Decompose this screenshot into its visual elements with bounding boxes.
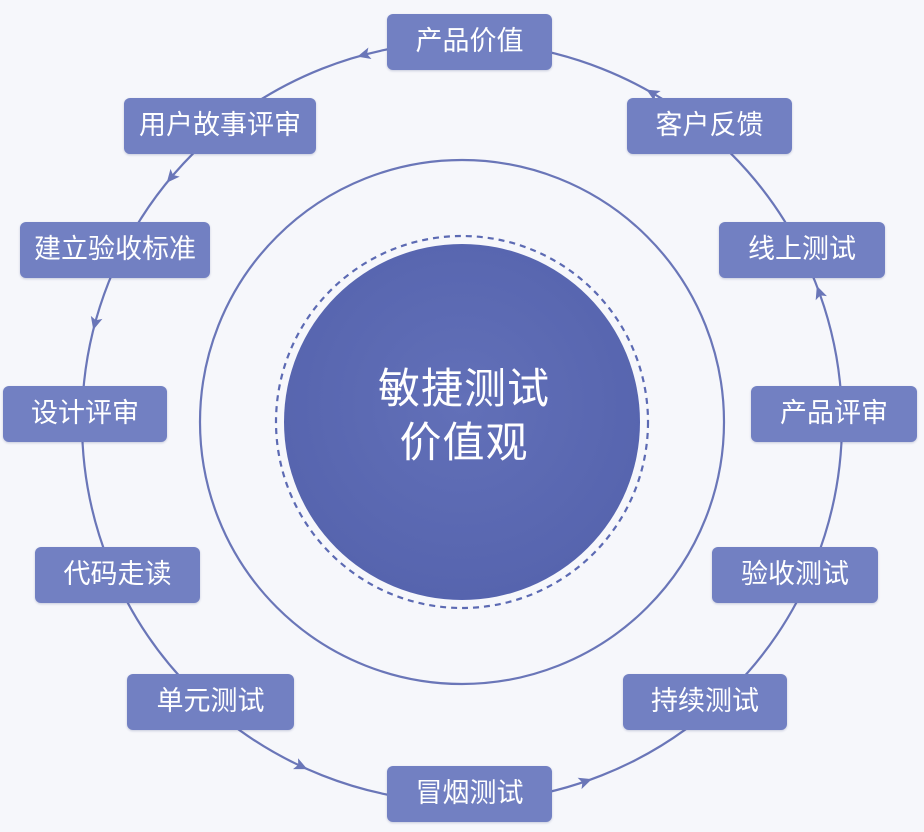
center-title-line1: 敏捷测试 [377,364,550,413]
step-code-walkthrough: 代码走读 [35,547,200,603]
step-product-value: 产品价值 [387,14,552,70]
center-title-line2: 价值观 [399,418,529,467]
flow-arrow-1 [357,47,372,60]
step-acceptance-criteria: 建立验收标准 [20,222,210,278]
flow-arrow-3 [90,315,103,330]
step-online-test: 线上测试 [719,222,885,278]
step-design-review: 设计评审 [3,386,167,442]
step-continuous-test: 持续测试 [623,674,787,730]
flow-arrow-2 [166,168,180,183]
core-circle [284,244,640,600]
flow-arrow-10 [815,285,827,301]
step-customer-feedback: 客户反馈 [627,98,792,154]
center-title: 敏捷测试 价值观 [284,362,644,470]
flow-arrow-7 [577,777,592,790]
middle-ring [198,158,726,686]
step-acceptance-test: 验收测试 [712,547,878,603]
step-user-story-review: 用户故事评审 [124,98,316,154]
flow-arrow-6 [292,758,308,770]
dashed-ring [274,234,650,610]
step-unit-test: 单元测试 [127,674,294,730]
step-product-review: 产品评审 [751,386,917,442]
step-smoke-test: 冒烟测试 [387,766,552,822]
flow-arrow-11 [646,89,661,102]
